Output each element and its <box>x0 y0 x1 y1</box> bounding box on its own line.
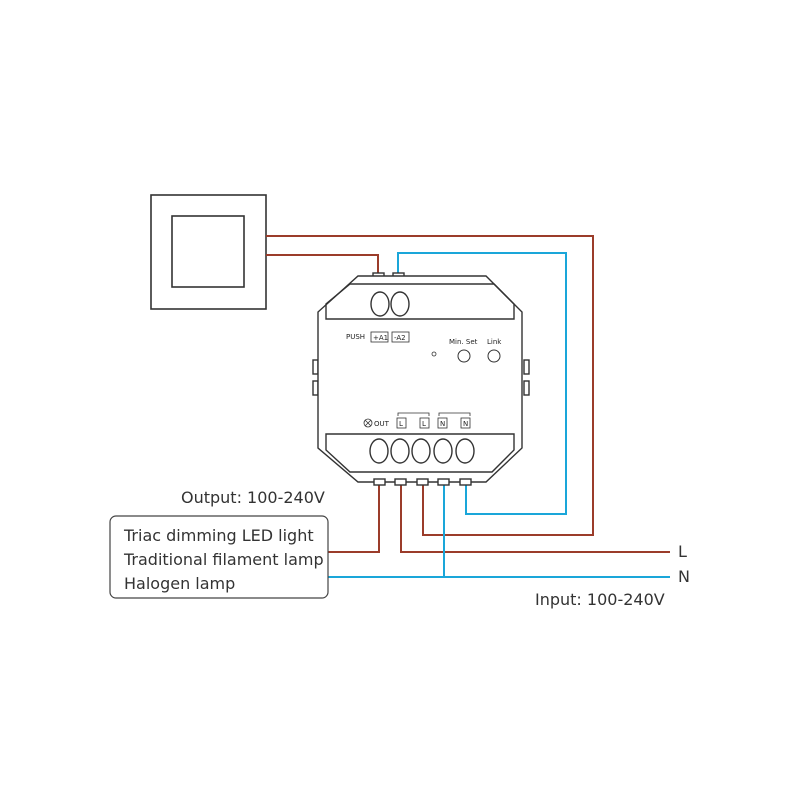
device-labels: PUSH +A1 -A2 Min. Set Link OUT L L N N <box>346 331 502 429</box>
min-set-label: Min. Set <box>449 338 478 346</box>
terminal-n2-label: N <box>463 420 468 428</box>
terminal-a2-label: -A2 <box>394 334 406 342</box>
wire-input-live <box>400 479 670 553</box>
wall-switch <box>150 194 267 310</box>
wire-switch-to-live <box>266 235 594 536</box>
led-indicator <box>431 351 437 357</box>
output-voltage-label: Output: 100-240V <box>181 488 325 507</box>
terminal-a1-label: +A1 <box>373 334 388 342</box>
push-label: PUSH <box>346 333 365 341</box>
wire-a2-to-neutral <box>397 252 567 515</box>
link-label: Link <box>487 338 502 346</box>
wire-output-live <box>328 479 380 553</box>
wire-switch-to-a1 <box>266 254 379 276</box>
neutral-label: N <box>678 567 690 586</box>
input-voltage-label: Input: 100-240V <box>535 590 665 609</box>
min-set-button <box>457 349 471 363</box>
dimmer-module <box>312 272 530 486</box>
load-box: Triac dimming LED light Traditional fila… <box>109 515 329 599</box>
terminal-n1-label: N <box>440 420 445 428</box>
terminal-l2-label: L <box>422 420 426 428</box>
load-line-1: Triac dimming LED light <box>123 526 314 545</box>
terminal-l1-label: L <box>399 420 403 428</box>
lamp-symbol-icon <box>363 418 373 428</box>
load-line-3: Halogen lamp <box>124 574 235 593</box>
load-line-2: Traditional filament lamp <box>123 550 324 569</box>
live-label: L <box>678 542 687 561</box>
link-button <box>487 349 501 363</box>
out-label: OUT <box>374 420 390 428</box>
